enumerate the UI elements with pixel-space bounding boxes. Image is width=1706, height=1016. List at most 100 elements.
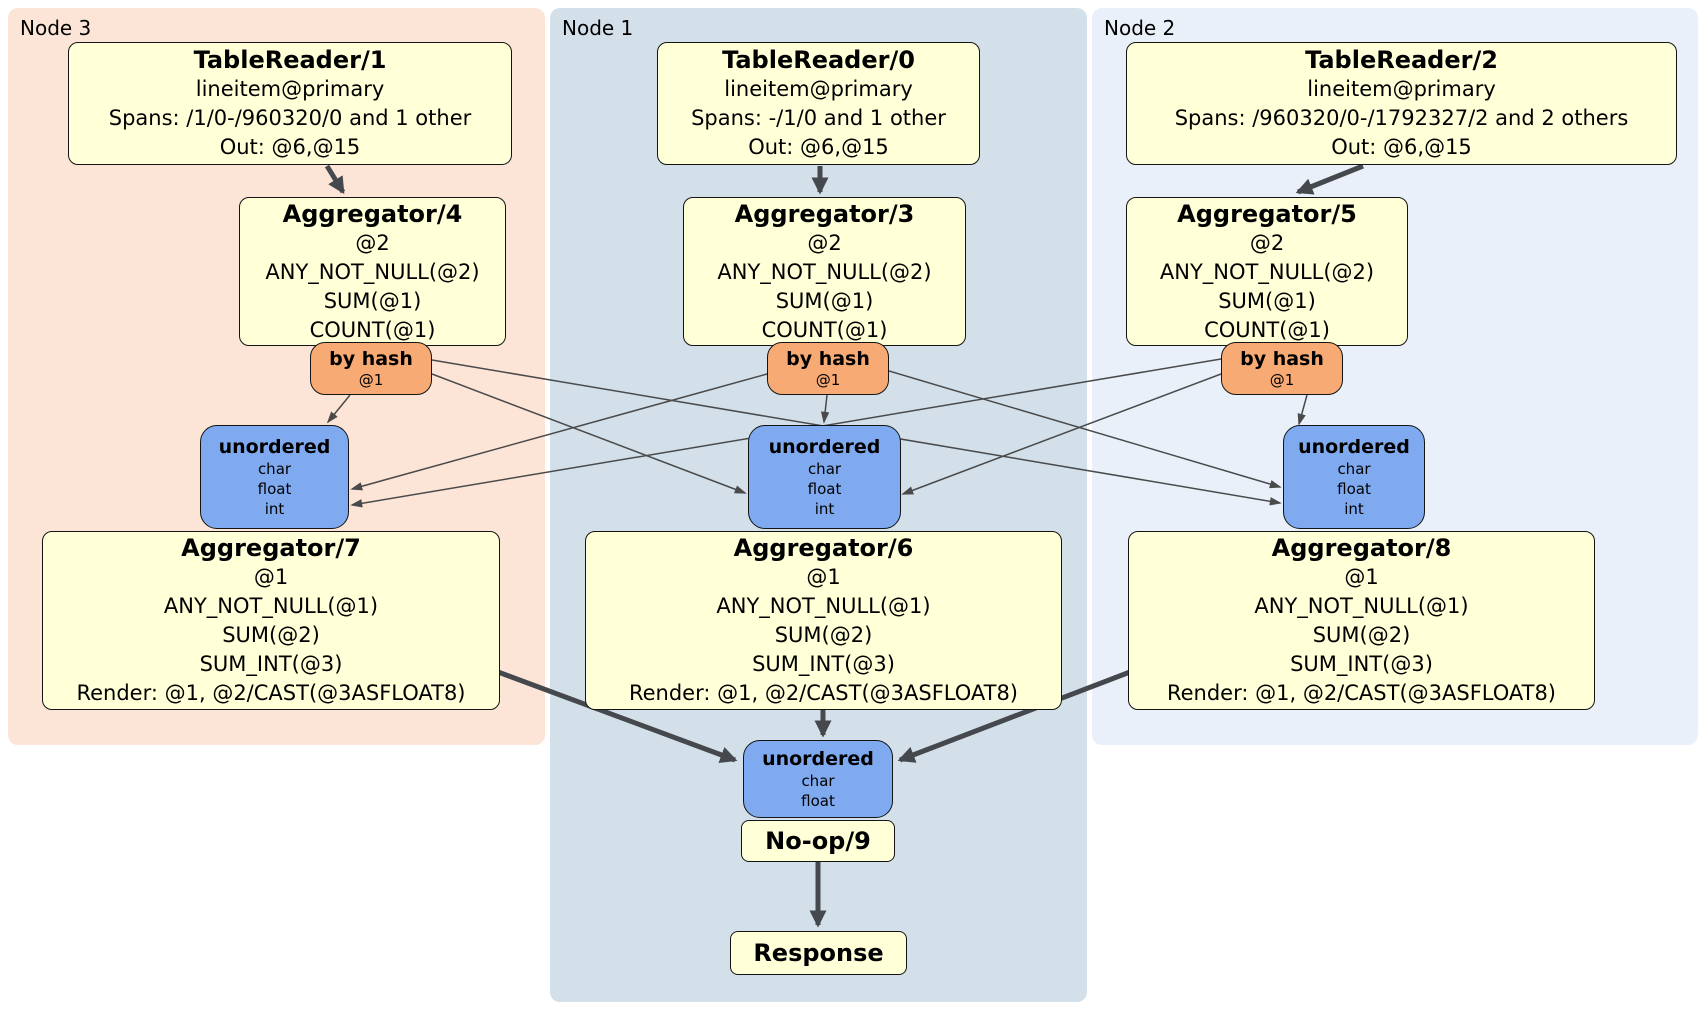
edge-hash5-to-sync6: [901, 373, 1222, 495]
aggregator-6-fn-1: ANY_NOT_NULL(@1): [716, 594, 931, 618]
aggregator-3-fn-1: ANY_NOT_NULL(@2): [717, 259, 932, 284]
aggregator-4: Aggregator/4 @2 ANY_NOT_NULL(@2) SUM(@1)…: [239, 197, 506, 346]
unordered-sync-node1-label: unordered: [768, 436, 881, 458]
aggregator-8-fn-1: ANY_NOT_NULL(@1): [1254, 594, 1469, 618]
aggregator-5-title: Aggregator/5: [1177, 199, 1357, 228]
aggregator-4-title: Aggregator/4: [282, 199, 463, 228]
hash-router-node3-label: by hash: [329, 347, 413, 370]
aggregator-8-group-cols: @1: [1344, 565, 1379, 589]
node3-group-label: Node 3: [20, 16, 92, 40]
hash-router-node1: by hash @1: [767, 342, 889, 395]
unordered-sync-node2-type-2: float: [1337, 480, 1371, 498]
tablereader-1: TableReader/1 lineitem@primary Spans: /1…: [68, 42, 512, 165]
unordered-sync-node2-label: unordered: [1298, 436, 1410, 458]
aggregator-5: Aggregator/5 @2 ANY_NOT_NULL(@2) SUM(@1)…: [1126, 197, 1408, 346]
aggregator-6: Aggregator/6 @1 ANY_NOT_NULL(@1) SUM(@2)…: [585, 531, 1062, 710]
response-title: Response: [753, 939, 884, 967]
aggregator-5-fn-1: ANY_NOT_NULL(@2): [1159, 259, 1375, 284]
tablereader-2-spans: Spans: /960320/0-/1792327/2 and 2 others: [1174, 106, 1629, 130]
aggregator-3: Aggregator/3 @2 ANY_NOT_NULL(@2) SUM(@1)…: [683, 197, 966, 346]
hash-router-node1-label: by hash: [786, 347, 870, 370]
unordered-sync-node2-type-3: int: [1344, 500, 1364, 518]
tablereader-0-index: lineitem@primary: [724, 77, 913, 101]
aggregator-6-render: Render: @1, @2/CAST(@3ASFLOAT8): [628, 681, 1019, 705]
tablereader-2-index: lineitem@primary: [1307, 77, 1496, 101]
response: Response: [730, 931, 907, 975]
aggregator-8-fn-3: SUM_INT(@3): [1290, 652, 1433, 676]
aggregator-5-fn-3: COUNT(@1): [1204, 317, 1330, 342]
hash-router-node3-cols: @1: [358, 370, 384, 389]
aggregator-4-group-cols: @2: [355, 230, 390, 255]
tablereader-2-out: Out: @6,@15: [1331, 135, 1472, 159]
aggregator-8-fn-2: SUM(@2): [1312, 623, 1411, 647]
unordered-sync-node3-type-2: float: [257, 480, 292, 498]
hash-router-node1-cols: @1: [815, 370, 841, 389]
unordered-sync-node3-type-3: int: [264, 500, 285, 518]
aggregator-6-fn-2: SUM(@2): [774, 623, 873, 647]
unordered-sync-final: unordered char float: [743, 740, 893, 818]
tablereader-1-index: lineitem@primary: [195, 77, 385, 101]
unordered-sync-node1-type-2: float: [807, 480, 842, 498]
edge-hash3-to-sync8: [888, 370, 1282, 489]
edge-hash5-to-sync8: [1297, 394, 1308, 426]
tablereader-0-title: TableReader/0: [722, 46, 915, 74]
tablereader-0: TableReader/0 lineitem@primary Spans: -/…: [657, 42, 980, 165]
aggregator-4-fn-3: COUNT(@1): [309, 317, 436, 342]
aggregator-4-fn-1: ANY_NOT_NULL(@2): [265, 259, 480, 284]
edge-hash3-to-sync6: [820, 394, 830, 424]
tablereader-0-out: Out: @6,@15: [748, 135, 889, 159]
unordered-sync-node1-type-1: char: [807, 460, 842, 478]
unordered-sync-node3-type-1: char: [257, 460, 292, 478]
tablereader-1-out: Out: @6,@15: [219, 135, 361, 159]
aggregator-7-fn-1: ANY_NOT_NULL(@1): [163, 594, 379, 618]
hash-router-node3: by hash @1: [310, 342, 432, 395]
aggregator-8-title: Aggregator/8: [1271, 534, 1452, 562]
aggregator-6-group-cols: @1: [806, 565, 841, 589]
aggregator-8-render: Render: @1, @2/CAST(@3ASFLOAT8): [1166, 681, 1557, 705]
aggregator-3-fn-2: SUM(@1): [775, 288, 874, 313]
aggregator-7-group-cols: @1: [253, 565, 289, 589]
unordered-sync-final-label: unordered: [762, 748, 874, 770]
aggregator-7-fn-2: SUM(@2): [222, 623, 320, 647]
aggregator-4-fn-2: SUM(@1): [323, 288, 422, 313]
unordered-sync-node3-label: unordered: [218, 436, 331, 458]
noop-9-title: No-op/9: [765, 827, 871, 855]
edge-aggregator8-to-final-sync: [897, 669, 1131, 763]
tablereader-1-spans: Spans: /1/0-/960320/0 and 1 other: [108, 106, 472, 130]
aggregator-7-title: Aggregator/7: [181, 534, 361, 562]
edge-tablereader2-to-aggregator5: [1295, 163, 1364, 195]
unordered-sync-node2-type-1: char: [1337, 460, 1371, 478]
node2-group-label: Node 2: [1104, 16, 1176, 40]
hash-router-node2-cols: @1: [1269, 370, 1295, 389]
aggregator-7-render: Render: @1, @2/CAST(@3ASFLOAT8): [76, 681, 466, 705]
edge-tablereader1-to-aggregator4: [324, 164, 346, 195]
unordered-sync-node1: unordered char float int: [748, 425, 901, 529]
noop-9: No-op/9: [741, 820, 895, 862]
edge-hash3-to-sync7: [350, 373, 768, 491]
aggregator-8: Aggregator/8 @1 ANY_NOT_NULL(@1) SUM(@2)…: [1128, 531, 1595, 710]
tablereader-2: TableReader/2 lineitem@primary Spans: /9…: [1126, 42, 1677, 165]
edge-hash4-to-sync7: [326, 394, 351, 424]
unordered-sync-final-type-1: char: [801, 772, 835, 790]
aggregator-5-fn-2: SUM(@1): [1218, 288, 1316, 313]
aggregator-3-group-cols: @2: [807, 230, 842, 255]
aggregator-6-title: Aggregator/6: [733, 534, 914, 562]
unordered-sync-node2: unordered char float int: [1283, 425, 1425, 529]
aggregator-7: Aggregator/7 @1 ANY_NOT_NULL(@1) SUM(@2)…: [42, 531, 500, 710]
tablereader-1-title: TableReader/1: [193, 46, 387, 74]
tablereader-0-spans: Spans: -/1/0 and 1 other: [691, 106, 946, 130]
aggregator-3-title: Aggregator/3: [734, 199, 915, 228]
hash-router-node2-label: by hash: [1240, 347, 1324, 370]
edge-hash4-to-sync6: [431, 373, 747, 494]
tablereader-2-title: TableReader/2: [1305, 46, 1498, 74]
aggregator-6-fn-3: SUM_INT(@3): [752, 652, 895, 676]
unordered-sync-node3: unordered char float int: [200, 425, 349, 529]
edge-aggregator7-to-final-sync: [497, 669, 738, 763]
aggregator-5-group-cols: @2: [1249, 230, 1285, 255]
node1-group-label: Node 1: [562, 16, 634, 40]
aggregator-3-fn-3: COUNT(@1): [761, 317, 888, 342]
hash-router-node2: by hash @1: [1221, 342, 1343, 395]
unordered-sync-final-type-2: float: [801, 792, 835, 810]
